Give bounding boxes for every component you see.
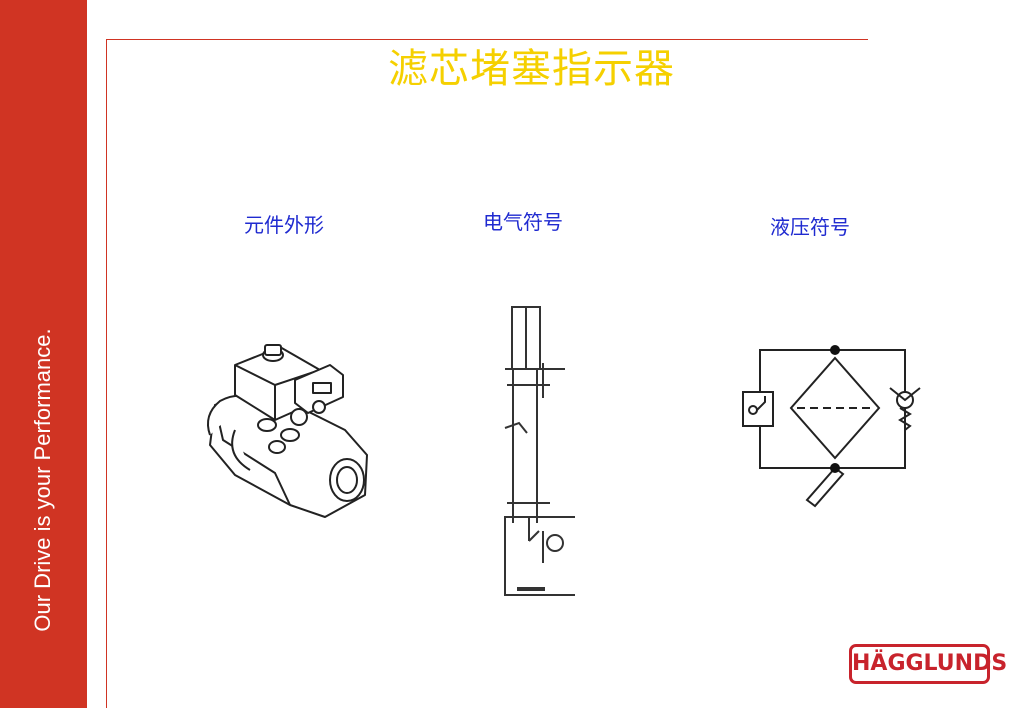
electrical-symbol-diagram (504, 306, 575, 596)
frame-top-line (106, 39, 868, 40)
hagglunds-logo: HÄGGLUNDS (849, 644, 1007, 684)
sidebar: Our Drive is your Performance. (0, 0, 87, 708)
label-hydraulic-symbol: 液压符号 (770, 215, 850, 239)
hydraulic-node-top (830, 345, 840, 355)
hydraulic-symbol-diagram (742, 345, 921, 508)
label-component-shape: 元件外形 (244, 213, 324, 237)
component-illustration (207, 344, 368, 518)
sidebar-slogan: Our Drive is your Performance. (30, 328, 55, 632)
label-electrical-symbol: 电气符号 (483, 210, 563, 234)
hydraulic-node-bottom (830, 463, 840, 473)
frame-left-line (106, 39, 107, 708)
slide-title: 滤芯堵塞指示器 (388, 46, 675, 92)
